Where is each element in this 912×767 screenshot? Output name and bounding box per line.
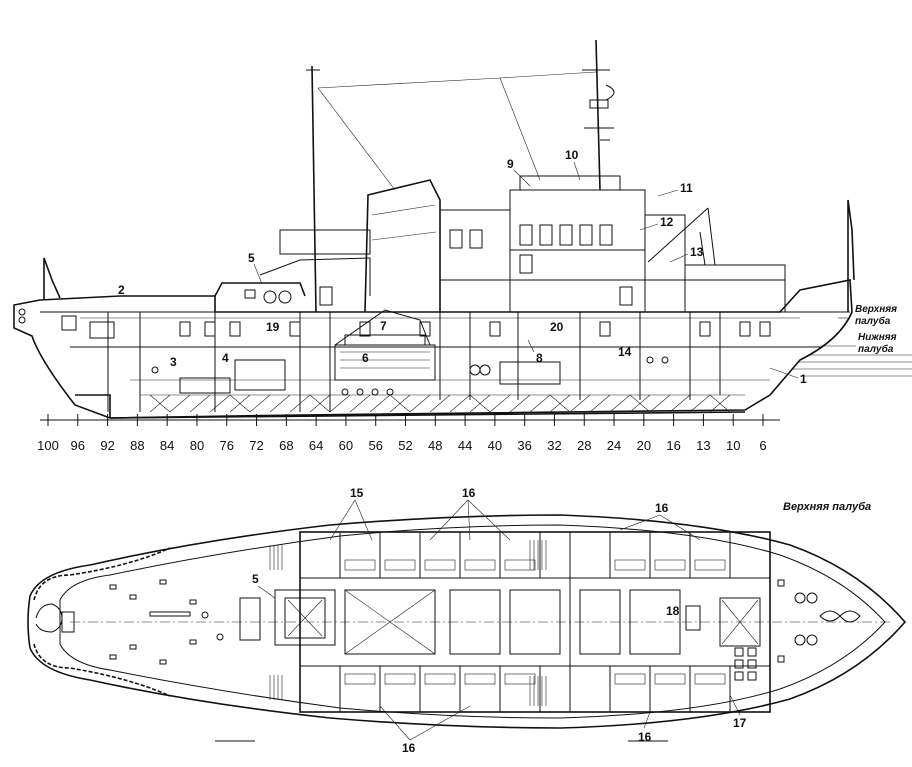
generator-sets <box>179 359 561 394</box>
frame-number-label: 92 <box>100 438 114 453</box>
frame-number-label: 84 <box>160 438 174 453</box>
plan-callout-5: 5 <box>252 572 259 586</box>
frame-number-label: 13 <box>696 438 710 453</box>
frame-number-label: 64 <box>309 438 323 453</box>
callout-6: 6 <box>362 351 369 365</box>
callout-5: 5 <box>248 251 255 265</box>
plan-callout-16a: 16 <box>462 486 476 500</box>
aft-deck-fittings <box>109 579 224 665</box>
frame-scale-ticks <box>47 414 764 426</box>
deck-labels: Верхняя палуба Нижняя палуба <box>820 304 897 355</box>
plan-cabins <box>339 532 761 712</box>
callout-3: 3 <box>170 355 177 369</box>
plan-callout-16c: 16 <box>402 741 416 755</box>
frame-number-label: 20 <box>637 438 651 453</box>
frame-number-label: 52 <box>398 438 412 453</box>
stern-details <box>18 308 115 418</box>
frame-number-label: 96 <box>71 438 85 453</box>
callout-19: 19 <box>266 320 280 334</box>
callout-10: 10 <box>565 148 579 162</box>
aft-mast <box>311 65 317 313</box>
side-elevation-view: 1009692888480767268646056524844403632282… <box>13 39 912 453</box>
callout-14: 14 <box>618 345 632 359</box>
lower-deck-label-line2: палуба <box>858 343 894 355</box>
side-callouts: 1 2 3 4 5 6 7 8 9 10 11 12 13 14 19 20 <box>118 148 807 386</box>
plan-callout-16d: 16 <box>638 730 652 744</box>
callout-13: 13 <box>690 245 704 259</box>
hull-outline <box>13 279 853 419</box>
frame-number-label: 56 <box>368 438 382 453</box>
funnel <box>364 179 441 313</box>
callout-12: 12 <box>660 215 674 229</box>
frame-number-label: 100 <box>37 438 59 453</box>
callout-20: 20 <box>550 320 564 334</box>
plan-callout-18: 18 <box>666 604 680 618</box>
upper-deck-label-line1: Верхняя <box>855 304 897 315</box>
lower-deck-label-line1: Нижняя <box>858 332 897 343</box>
callout-11: 11 <box>680 181 693 195</box>
callout-4: 4 <box>222 351 229 365</box>
portholes <box>151 356 669 396</box>
superstructure <box>214 175 786 313</box>
frame-number-label: 28 <box>577 438 591 453</box>
plan-title: Верхняя палуба <box>783 501 871 513</box>
plan-callout-17: 17 <box>733 716 747 730</box>
frame-number-label: 36 <box>517 438 531 453</box>
frame-number-label: 24 <box>607 438 621 453</box>
trawl-winch <box>239 589 336 646</box>
frame-scale-labels: 100 96 92 88 84 80 76 72 68 64 60 56 52 48 44 40 36 32 28 2… <box>37 438 766 453</box>
double-bottom-hatching <box>140 394 745 413</box>
crane <box>647 207 716 266</box>
frame-number-label: 68 <box>279 438 293 453</box>
frame-number-label: 16 <box>666 438 680 453</box>
bow-bulwark <box>847 199 855 312</box>
plan-bunks <box>344 559 726 685</box>
callout-7: 7 <box>380 319 387 333</box>
main-deck-cabins <box>179 321 771 337</box>
main-engine <box>334 309 436 381</box>
forward-deck-fittings <box>734 579 861 681</box>
frame-number-label: 6 <box>759 438 766 453</box>
frame-number-label: 72 <box>249 438 263 453</box>
stern-bulwark <box>43 257 61 300</box>
callout-8: 8 <box>536 351 543 365</box>
frame-number-label: 10 <box>726 438 740 453</box>
upper-deck-label-line2: палуба <box>855 315 891 327</box>
frame-number-label: 44 <box>458 438 472 453</box>
frame-number-label: 48 <box>428 438 442 453</box>
plan-hull-outline <box>27 514 907 729</box>
frame-number-label: 76 <box>220 438 234 453</box>
main-mast <box>582 39 615 191</box>
plan-callout-16b: 16 <box>655 501 669 515</box>
callout-1: 1 <box>800 372 807 386</box>
frame-number-label: 32 <box>547 438 561 453</box>
frame-number-label: 40 <box>488 438 502 453</box>
callout-2: 2 <box>118 283 125 297</box>
plan-callout-15: 15 <box>350 486 364 500</box>
rigging <box>317 71 597 191</box>
callout-9: 9 <box>507 157 514 171</box>
upper-deck-plan-view: Верхняя палуба <box>27 486 907 755</box>
keel <box>109 411 746 419</box>
frame-number-label: 88 <box>130 438 144 453</box>
frame-number-label: 80 <box>190 438 204 453</box>
plan-ladders <box>269 540 547 706</box>
frame-number-label: 60 <box>339 438 353 453</box>
plan-deckhouse <box>299 531 771 713</box>
